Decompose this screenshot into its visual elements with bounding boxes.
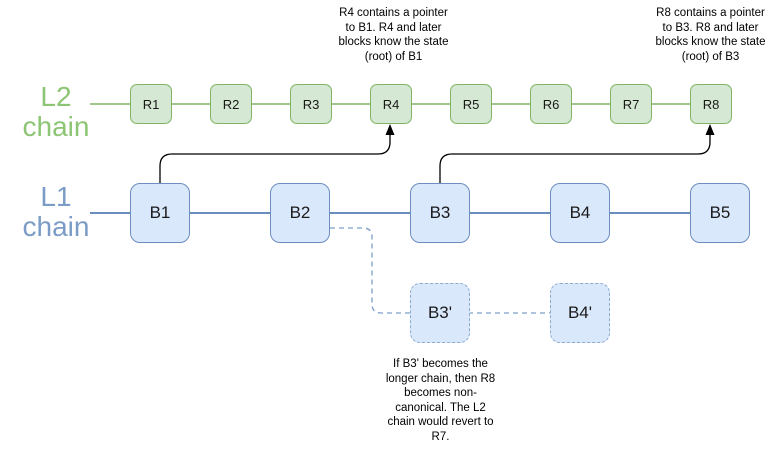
l1-chain-label: L1 chain (22, 181, 90, 242)
l1-block-b3: B3 (410, 183, 470, 243)
l2-block-r6: R6 (530, 84, 572, 124)
l1-block-b1: B1 (130, 183, 190, 243)
l2-block-r4: R4 (370, 84, 412, 124)
l1-block-b2: B2 (270, 183, 330, 243)
l2-block-r5: R5 (450, 84, 492, 124)
l2-chain-label: L2 chain (22, 81, 90, 142)
l2-block-r7: R7 (610, 84, 652, 124)
l1-block-b5: B5 (690, 183, 750, 243)
arrowhead-r8-icon (705, 124, 715, 135)
l2-block-r3: R3 (290, 84, 332, 124)
annotation-r8-pointer: R8 contains a pointer to B3. R8 and late… (655, 7, 766, 63)
fork-block-b4-prime: B4' (550, 283, 610, 343)
l2-block-r2: R2 (210, 84, 252, 124)
l1-block-b4: B4 (550, 183, 610, 243)
annotation-r4-pointer: R4 contains a pointer to B1. R4 and late… (338, 7, 449, 63)
arrow-b3-to-r8 (439, 133, 711, 183)
l2-block-r1: R1 (130, 84, 172, 124)
arrowhead-r4-icon (385, 124, 395, 135)
arrow-b1-to-r4 (159, 133, 391, 183)
fork-dashed-connector (330, 227, 550, 314)
fork-block-b3-prime: B3' (410, 283, 470, 343)
annotation-fork-reorg: If B3' becomes the longer chain, then R8… (385, 358, 496, 443)
l2-block-r8: R8 (690, 84, 732, 124)
